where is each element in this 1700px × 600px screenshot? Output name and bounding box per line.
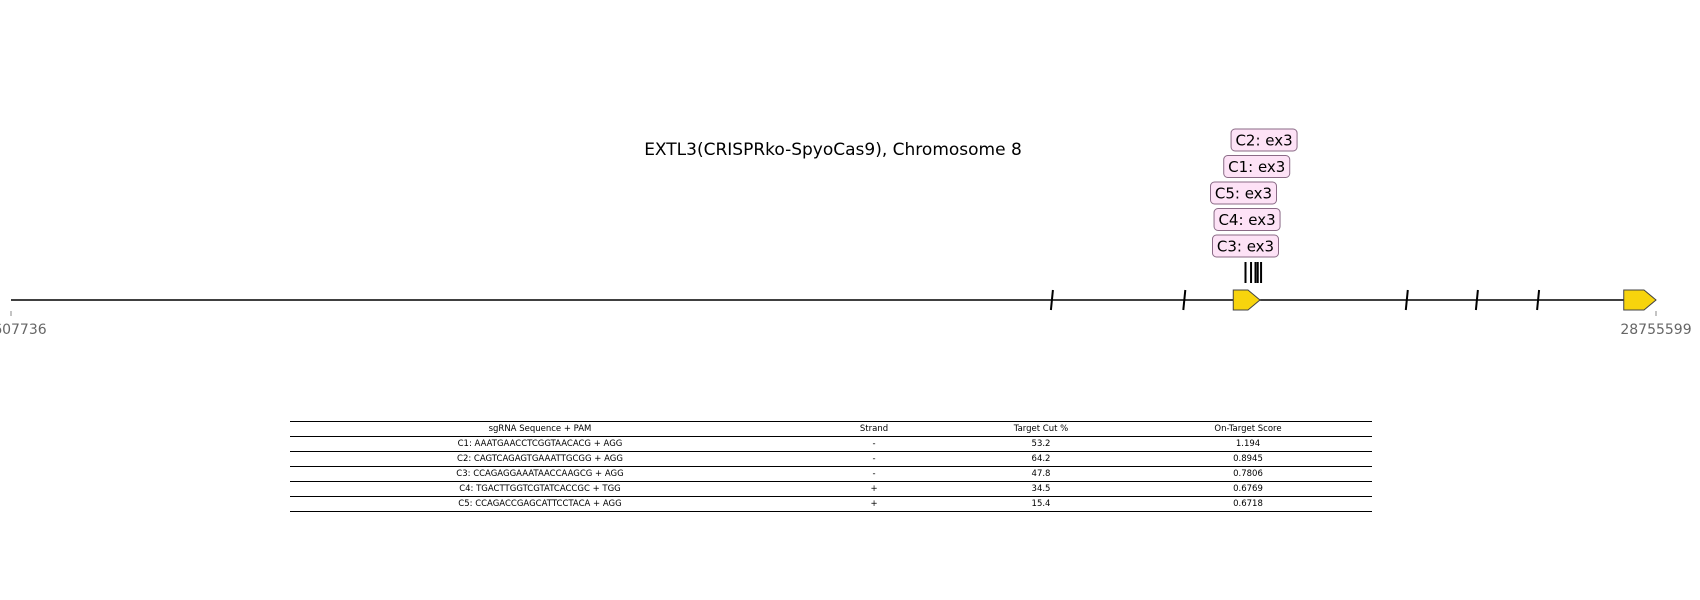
table-cell: 64.2: [1031, 454, 1051, 464]
table-row: C5: CCAGACCGAGCATTCCTACA + AGG + 15.4 0.…: [290, 497, 1372, 512]
column-header: sgRNA Sequence + PAM: [488, 424, 592, 434]
cut-label-box: [1213, 208, 1281, 231]
cut-label-text: C5: ex3: [1215, 185, 1272, 203]
table-header-row: sgRNA Sequence + PAM Strand Target Cut %…: [290, 421, 1372, 437]
cut-label-box: [1223, 155, 1291, 178]
exon-arrow: [1623, 289, 1657, 311]
figure-title: EXTL3(CRISPRko-SpyoCas9), Chromosome 8: [644, 140, 1022, 160]
cut-site-label: C1: ex3: [1223, 155, 1291, 178]
cut-label-text: C4: ex3: [1218, 211, 1275, 229]
table-cell: 15.4: [1031, 499, 1051, 509]
exon-arrow: [1232, 289, 1261, 311]
table-cell: 0.6718: [1233, 499, 1263, 509]
axis-start-label: 28607736: [0, 322, 47, 338]
intron-mark: [1182, 289, 1187, 311]
table-cell: -: [872, 454, 876, 464]
intron-mark: [1049, 289, 1054, 311]
axis-end-label: 28755599: [1620, 322, 1691, 338]
table-cell: 34.5: [1031, 484, 1051, 494]
column-header: Strand: [859, 424, 889, 434]
cut-site-label: C2: ex3: [1230, 128, 1298, 152]
table-cell: 47.8: [1031, 469, 1051, 479]
cut-label-box: [1230, 128, 1298, 152]
cut-label-text: C2: ex3: [1235, 132, 1292, 150]
intron-mark: [1536, 289, 1541, 311]
table-row: C1: AAATGAACCTCGGTAACACG + AGG - 53.2 1.…: [290, 437, 1372, 452]
table-row: C3: CCAGAGGAAATAACCAAGCG + AGG - 47.8 0.…: [290, 467, 1372, 482]
column-header: Target Cut %: [1013, 424, 1069, 434]
table-cell: 53.2: [1031, 439, 1051, 449]
cut-label-text: C1: ex3: [1228, 158, 1285, 176]
guide-table: sgRNA Sequence + PAM Strand Target Cut %…: [290, 421, 1372, 512]
cut-site-lines: [1244, 262, 1263, 283]
table-cell: -: [872, 439, 876, 449]
table-cell: 0.7806: [1233, 469, 1263, 479]
table-cell: C3: CCAGAGGAAATAACCAAGCG + AGG: [456, 469, 624, 479]
table-row: C2: CAGTCAGAGTGAAATTGCGG + AGG - 64.2 0.…: [290, 452, 1372, 467]
cut-site-labels: C3: ex3 C4: ex3 C5: ex3 C1: ex3 C2: ex3: [1210, 128, 1298, 258]
table-cell: C2: CAGTCAGAGTGAAATTGCGG + AGG: [457, 454, 623, 464]
cut-label-box: [1211, 234, 1279, 258]
table-cell: C4: TGACTTGGTCGTATCACCGC + TGG: [459, 484, 621, 494]
table-row: C4: TGACTTGGTCGTATCACCGC + TGG + 34.5 0.…: [290, 482, 1372, 497]
table-cell: 1.194: [1235, 439, 1261, 449]
intron-marks: [1049, 289, 1541, 311]
table-cell: C5: CCAGACCGAGCATTCCTACA + AGG: [458, 499, 622, 509]
intron-mark: [1404, 289, 1409, 311]
exon-features: [1232, 289, 1657, 311]
cut-site-label: C5: ex3: [1210, 181, 1278, 205]
intron-mark: [1474, 289, 1479, 311]
column-header: On-Target Score: [1214, 424, 1282, 434]
table-cell: -: [872, 469, 876, 479]
table-cell: 0.8945: [1233, 454, 1263, 464]
table-cell: 0.6769: [1233, 484, 1263, 494]
cut-label-text: C3: ex3: [1217, 238, 1274, 256]
cut-site-label: C3: ex3: [1211, 234, 1279, 258]
cut-label-box: [1210, 181, 1278, 205]
table-cell: +: [870, 499, 878, 509]
table-cell: +: [870, 484, 878, 494]
table-cell: C1: AAATGAACCTCGGTAACACG + AGG: [457, 439, 623, 449]
cut-site-label: C4: ex3: [1213, 208, 1281, 231]
